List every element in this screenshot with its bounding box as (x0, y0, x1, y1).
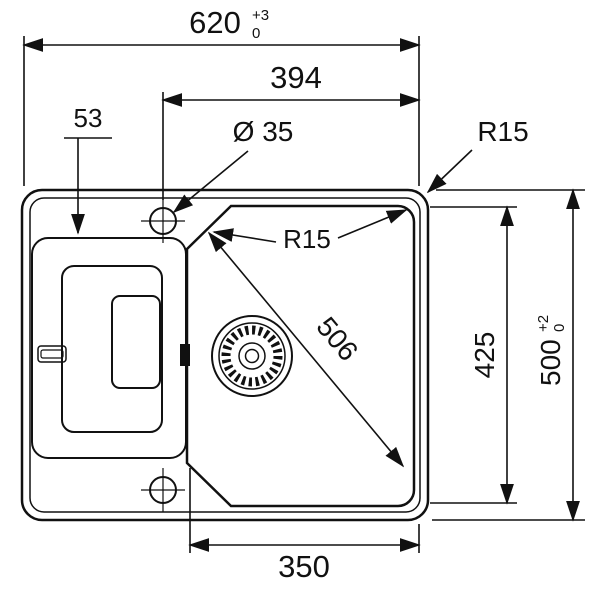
divider-clip (180, 344, 190, 366)
drainer-board (31, 237, 187, 459)
faucet-hole-top (141, 199, 185, 243)
dimension-500: 500 +2 0 (432, 188, 585, 522)
drain-teeth-ring (221, 325, 283, 387)
bowl-outline (185, 204, 416, 508)
sink-inner-rim (29, 197, 421, 513)
leader-line-right (337, 209, 408, 239)
dimension-506: 506 (207, 231, 405, 468)
sink-outline (20, 188, 430, 522)
dimension-line (207, 231, 405, 468)
leader-line (426, 149, 473, 194)
dimension-hole-diameter: Ø 35 (172, 116, 294, 214)
dim-r15-inner-label: R15 (283, 224, 331, 254)
dim-500-label-group: 500 +2 0 (535, 315, 568, 386)
dimension-r15-outer: R15 (426, 116, 529, 194)
drainer-middle-rect (61, 265, 163, 433)
dim-394-label: 394 (270, 60, 322, 95)
dim-500-tol-plus: +2 (535, 315, 552, 332)
dim-620-label: 620 (189, 5, 241, 40)
dim-350-label: 350 (278, 549, 330, 584)
dim-506-label: 506 (310, 311, 364, 367)
dimension-r15-inner: R15 (212, 209, 408, 254)
leader-line-left (212, 228, 277, 243)
overflow-slot (37, 345, 67, 363)
overflow-slot-inner (40, 349, 64, 359)
drainer-inner-rect (111, 295, 161, 389)
drain-center-circle (244, 348, 260, 364)
dim-500-label: 500 (535, 339, 566, 386)
drain (211, 315, 293, 397)
dimension-394: 394 (161, 60, 421, 200)
dimension-620: 620 +3 0 (22, 5, 421, 186)
dim-500-tol-minus: 0 (551, 324, 568, 332)
dim-53-label: 53 (74, 103, 103, 133)
drain-inner-circle (238, 342, 266, 370)
dimension-350: 350 (188, 468, 421, 584)
sink-outer-edge (20, 188, 430, 522)
dim-hole-label: Ø 35 (233, 116, 294, 147)
leader-line (172, 150, 249, 214)
dim-620-tol-minus: 0 (252, 25, 260, 42)
faucet-hole-bottom (141, 468, 185, 512)
dim-425-label: 425 (469, 332, 500, 379)
dim-620-tol-plus: +3 (252, 7, 269, 24)
dim-r15-outer-label: R15 (477, 116, 528, 147)
dimension-53: 53 (64, 103, 112, 235)
dimension-425: 425 (430, 205, 517, 505)
